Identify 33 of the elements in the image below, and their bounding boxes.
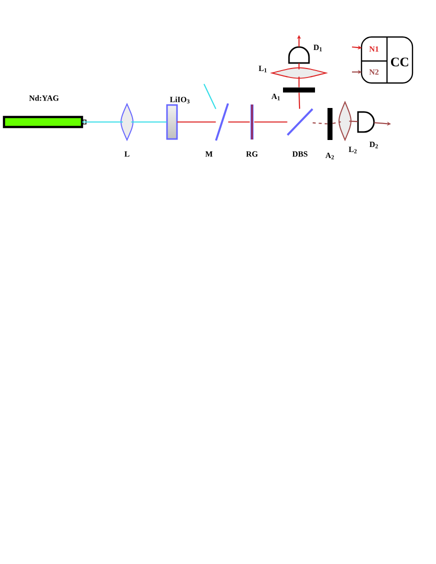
node-label: LiIO$_{3}$ [170, 96, 190, 104]
aperture: A$_{1}$ [271, 88, 315, 100]
detector: D$_{2}$ [357, 111, 378, 148]
light-beam [131, 121, 167, 123]
light-beam [82, 121, 123, 123]
light-beam [204, 84, 216, 110]
light-beam [349, 120, 358, 122]
laser-rod: Nd:YAG [2, 95, 86, 128]
node-label: L$_{2}$ [348, 146, 357, 154]
beam-splitter: DBS [286, 108, 314, 157]
light-beam [312, 122, 328, 124]
lens: L [120, 104, 134, 157]
mirror: M [205, 103, 229, 157]
light-beam [228, 121, 250, 123]
node-label: D$_{2}$ [370, 142, 378, 148]
aperture: A$_{2}$ [325, 108, 334, 160]
light-beam [254, 121, 288, 123]
input-cell: N1 [369, 46, 378, 52]
node-label: Nd:YAG [29, 95, 59, 101]
light-beam [298, 63, 300, 70]
lens: L$_{2}$ [338, 102, 357, 154]
lens: L$_{1}$ [258, 66, 326, 79]
input-cell: N2 [369, 69, 379, 75]
light-beam [298, 92, 300, 109]
crystal: LiIO$_{3}$ [166, 96, 190, 140]
node-label: L$_{1}$ [258, 66, 267, 72]
detector: D$_{1}$ [288, 44, 322, 64]
node-label: D$_{1}$ [314, 44, 322, 52]
light-beam [332, 121, 341, 124]
light-beam [177, 121, 216, 123]
node-label: L [124, 151, 130, 157]
filter: RG [246, 104, 258, 157]
light-beam [298, 76, 300, 88]
